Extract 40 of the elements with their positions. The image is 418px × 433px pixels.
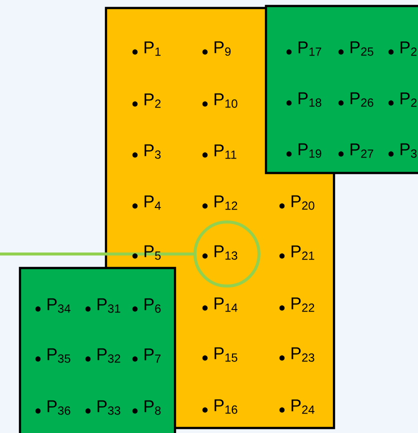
point-label: P$_{5}$ <box>144 245 161 260</box>
point-label: P$_{6}$ <box>144 298 161 313</box>
point-label: P$_{35}$ <box>48 348 70 363</box>
point-label: P$_{1}$ <box>144 42 161 56</box>
point-label: P$_{25}$ <box>350 41 374 56</box>
point-label: P$_{24}$ <box>292 400 314 414</box>
point-label: P$_{27}$ <box>350 144 374 158</box>
point-label: P$_{34}$ <box>48 298 70 313</box>
point-label: P$_{16}$ <box>214 399 238 414</box>
point-label: P$_{32}$ <box>98 348 120 363</box>
highlight-circle <box>194 220 260 288</box>
point-label: P$_{3}$ <box>144 144 161 159</box>
point-label: P$_{2}$ <box>400 92 417 107</box>
point-label: P$_{3}$ <box>400 143 417 158</box>
point-label: P$_{31}$ <box>98 298 120 313</box>
region-box <box>264 4 418 174</box>
point-label: P$_{14}$ <box>214 298 238 312</box>
point-label: P$_{11}$ <box>214 144 236 159</box>
point-label: P$_{8}$ <box>144 400 161 415</box>
point-label: P$_{26}$ <box>350 92 374 107</box>
point-label: P$_{18}$ <box>298 92 322 107</box>
point-label: P$_{36}$ <box>48 400 70 415</box>
point-label: P$_{21}$ <box>292 246 314 260</box>
point-label: P$_{19}$ <box>298 143 322 158</box>
point-label: P$_{2}$ <box>144 94 161 108</box>
point-label: P$_{10}$ <box>214 93 238 108</box>
point-label: P$_{20}$ <box>292 195 314 210</box>
point-label: P$_{23}$ <box>292 347 314 362</box>
point-label: P$_{13}$ <box>214 245 238 260</box>
point-label: P$_{33}$ <box>98 400 120 415</box>
region-box <box>18 266 176 433</box>
point-label: P$_{15}$ <box>214 347 238 362</box>
point-label: P$_{22}$ <box>292 298 314 312</box>
point-label: P$_{7}$ <box>144 348 161 363</box>
connector-line <box>0 252 194 256</box>
point-label: P$_{12}$ <box>214 196 238 210</box>
point-label: P$_{17}$ <box>298 42 322 56</box>
point-label: P$_{9}$ <box>214 41 231 56</box>
point-label: P$_{4}$ <box>144 196 161 210</box>
point-label: P$_{2}$ <box>400 42 417 56</box>
